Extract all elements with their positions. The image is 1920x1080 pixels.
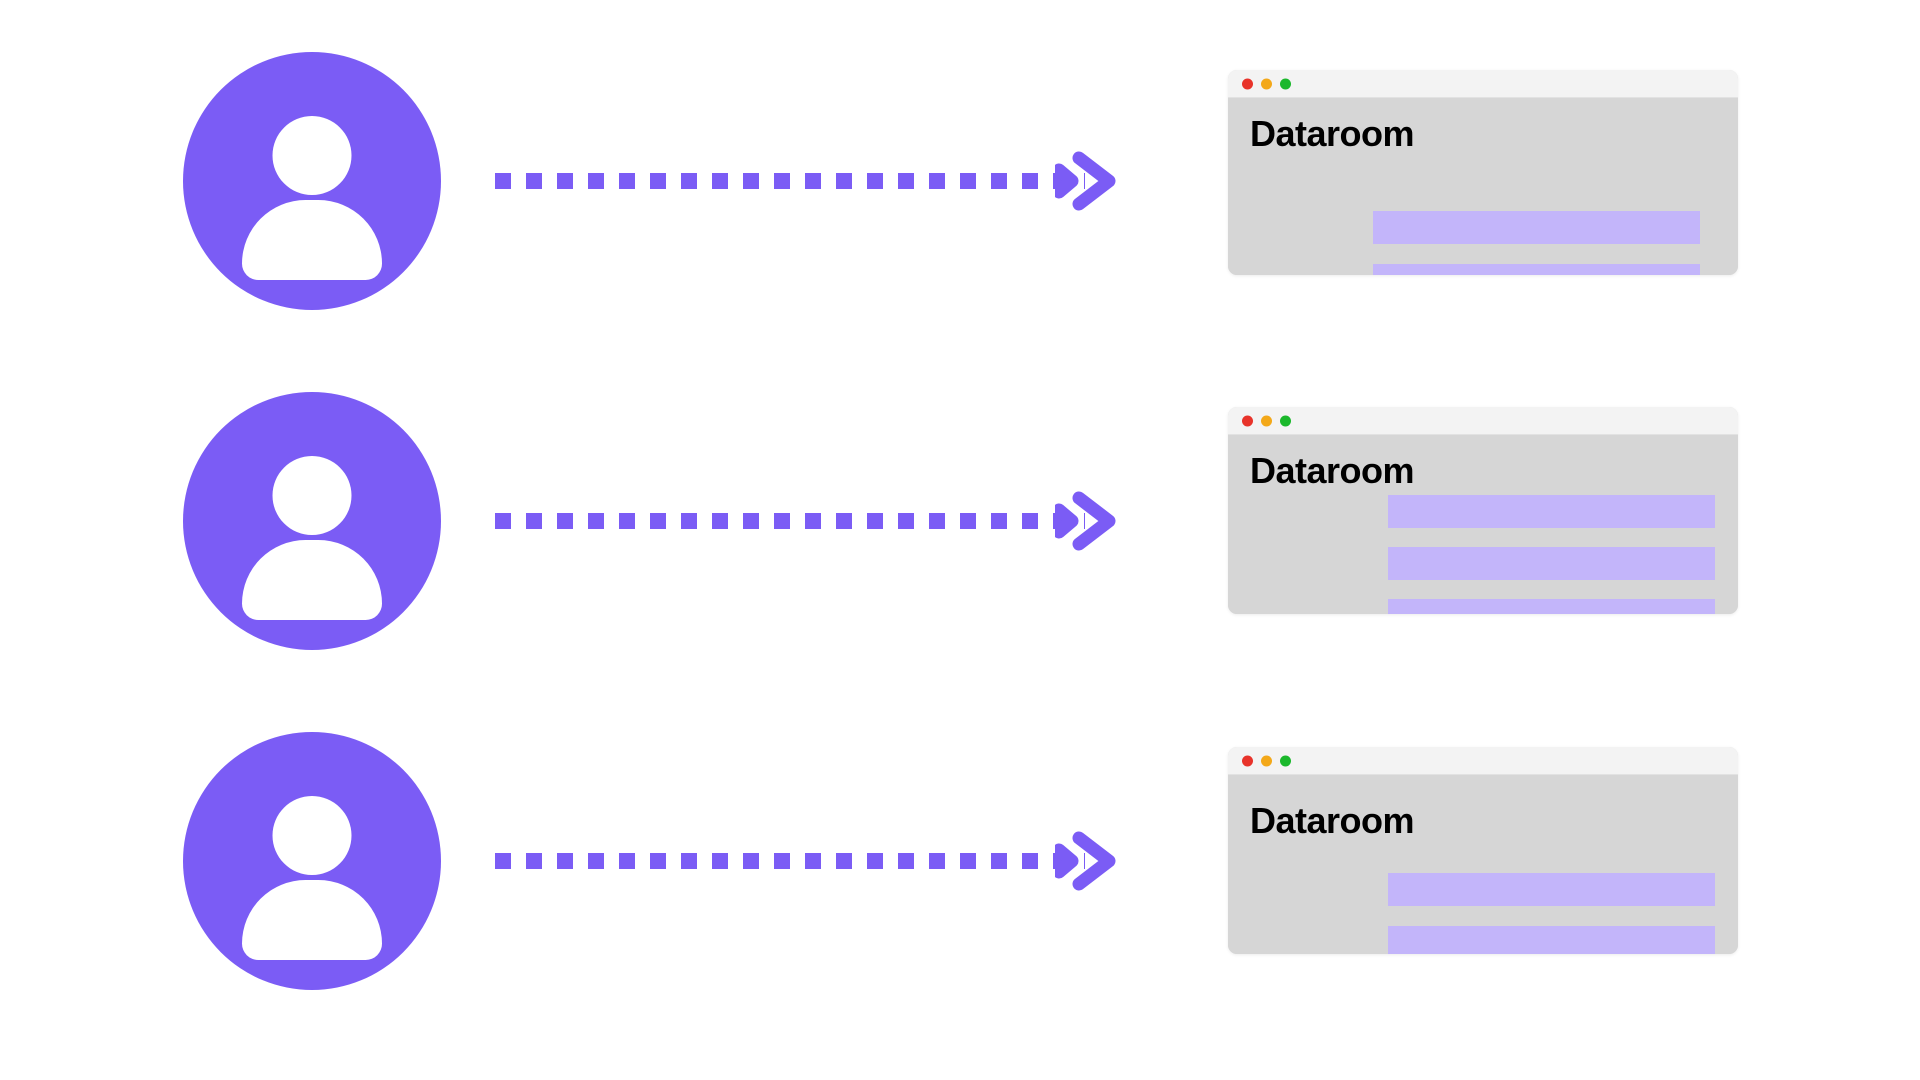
dashed-line — [495, 853, 1085, 869]
close-dot-icon[interactable] — [1242, 78, 1253, 89]
window-traffic-lights — [1242, 78, 1291, 89]
user-avatar-icon[interactable] — [183, 392, 441, 650]
arrow-right-chevron-icon — [1055, 151, 1116, 211]
diagram-row: Dataroom — [0, 700, 1920, 1040]
close-dot-icon[interactable] — [1242, 415, 1253, 426]
arrow-right-chevron-icon — [1055, 491, 1116, 551]
browser-window[interactable]: Dataroom — [1228, 70, 1738, 275]
arrow-right-chevron-icon — [1055, 831, 1116, 891]
avatar-head-shape — [272, 116, 352, 195]
diagram-row: Dataroom — [0, 20, 1920, 360]
dashed-arrow-connector — [495, 491, 1130, 551]
close-dot-icon[interactable] — [1242, 755, 1253, 766]
window-titlebar — [1228, 747, 1738, 775]
content-placeholder-bar — [1388, 873, 1715, 906]
content-placeholder-bar — [1388, 599, 1715, 614]
window-traffic-lights — [1242, 755, 1291, 766]
minimize-dot-icon[interactable] — [1261, 415, 1272, 426]
avatar-body-shape — [242, 880, 382, 960]
maximize-dot-icon[interactable] — [1280, 755, 1291, 766]
page-title: Dataroom — [1250, 450, 1415, 491]
content-placeholder-bar — [1388, 926, 1715, 954]
content-placeholder-bar — [1388, 495, 1715, 528]
avatar-head-shape — [272, 796, 352, 875]
window-body: Dataroom — [1228, 98, 1738, 275]
avatar-head-shape — [272, 456, 352, 535]
page-title: Dataroom — [1250, 113, 1415, 154]
dashed-arrow-connector — [495, 151, 1130, 211]
maximize-dot-icon[interactable] — [1280, 78, 1291, 89]
user-avatar-icon[interactable] — [183, 732, 441, 990]
avatar-body-shape — [242, 540, 382, 620]
maximize-dot-icon[interactable] — [1280, 415, 1291, 426]
avatar-body-shape — [242, 200, 382, 280]
user-avatar-icon[interactable] — [183, 52, 441, 310]
content-placeholder-bar — [1373, 211, 1700, 244]
dashed-line — [495, 173, 1085, 189]
browser-window[interactable]: Dataroom — [1228, 747, 1738, 954]
window-traffic-lights — [1242, 415, 1291, 426]
dashed-line — [495, 513, 1085, 529]
minimize-dot-icon[interactable] — [1261, 755, 1272, 766]
window-titlebar — [1228, 407, 1738, 435]
window-body: Dataroom — [1228, 435, 1738, 614]
dashed-arrow-connector — [495, 831, 1130, 891]
window-body: Dataroom — [1228, 775, 1738, 954]
minimize-dot-icon[interactable] — [1261, 78, 1272, 89]
content-placeholder-bar — [1388, 547, 1715, 580]
page-title: Dataroom — [1250, 800, 1415, 841]
window-titlebar — [1228, 70, 1738, 98]
diagram-row: Dataroom — [0, 360, 1920, 700]
browser-window[interactable]: Dataroom — [1228, 407, 1738, 614]
content-placeholder-bar — [1373, 264, 1700, 275]
